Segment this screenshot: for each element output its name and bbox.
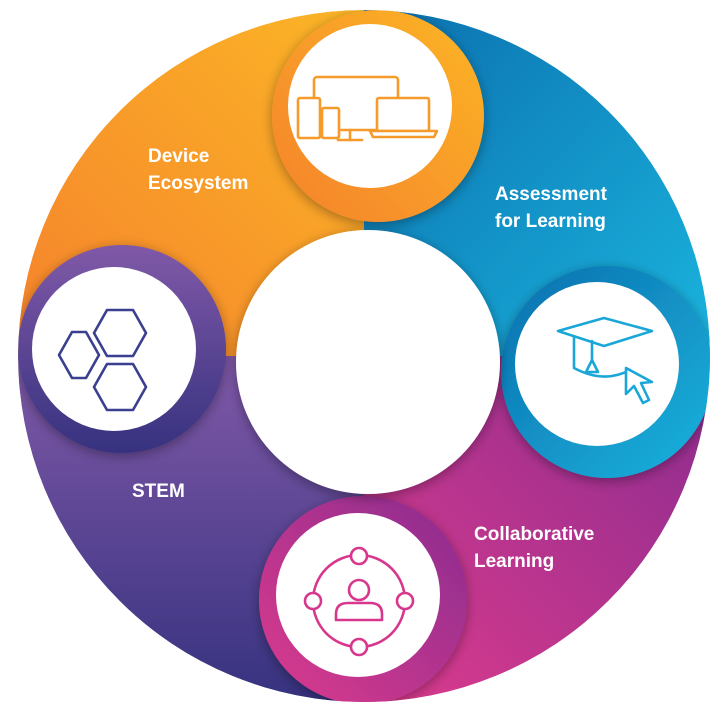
badge-collaborative-learning: [276, 513, 440, 677]
graduation-cap-cursor-icon: [556, 316, 654, 405]
badge-device-ecosystem: [288, 24, 452, 188]
label-line: STEM: [132, 481, 185, 502]
label-line: Learning: [474, 551, 554, 572]
person-network-icon: [303, 546, 415, 657]
hexagons-icon: [57, 308, 148, 412]
center-hole: [236, 230, 500, 494]
devices-icon: [296, 75, 439, 142]
label-device-ecosystem: Device Ecosystem: [148, 146, 248, 194]
label-line: Assessment: [495, 184, 608, 205]
label-stem: STEM: [132, 481, 185, 502]
label-line: Ecosystem: [148, 173, 248, 194]
label-line: for Learning: [495, 211, 606, 232]
badge-stem: [32, 267, 196, 431]
label-assessment-for-learning: Assessment for Learning: [495, 184, 612, 232]
label-line: Device: [148, 146, 209, 167]
badge-assessment-for-learning: [515, 282, 679, 446]
label-collaborative-learning: Collaborative Learning: [474, 524, 600, 572]
label-line: Collaborative: [474, 524, 594, 545]
